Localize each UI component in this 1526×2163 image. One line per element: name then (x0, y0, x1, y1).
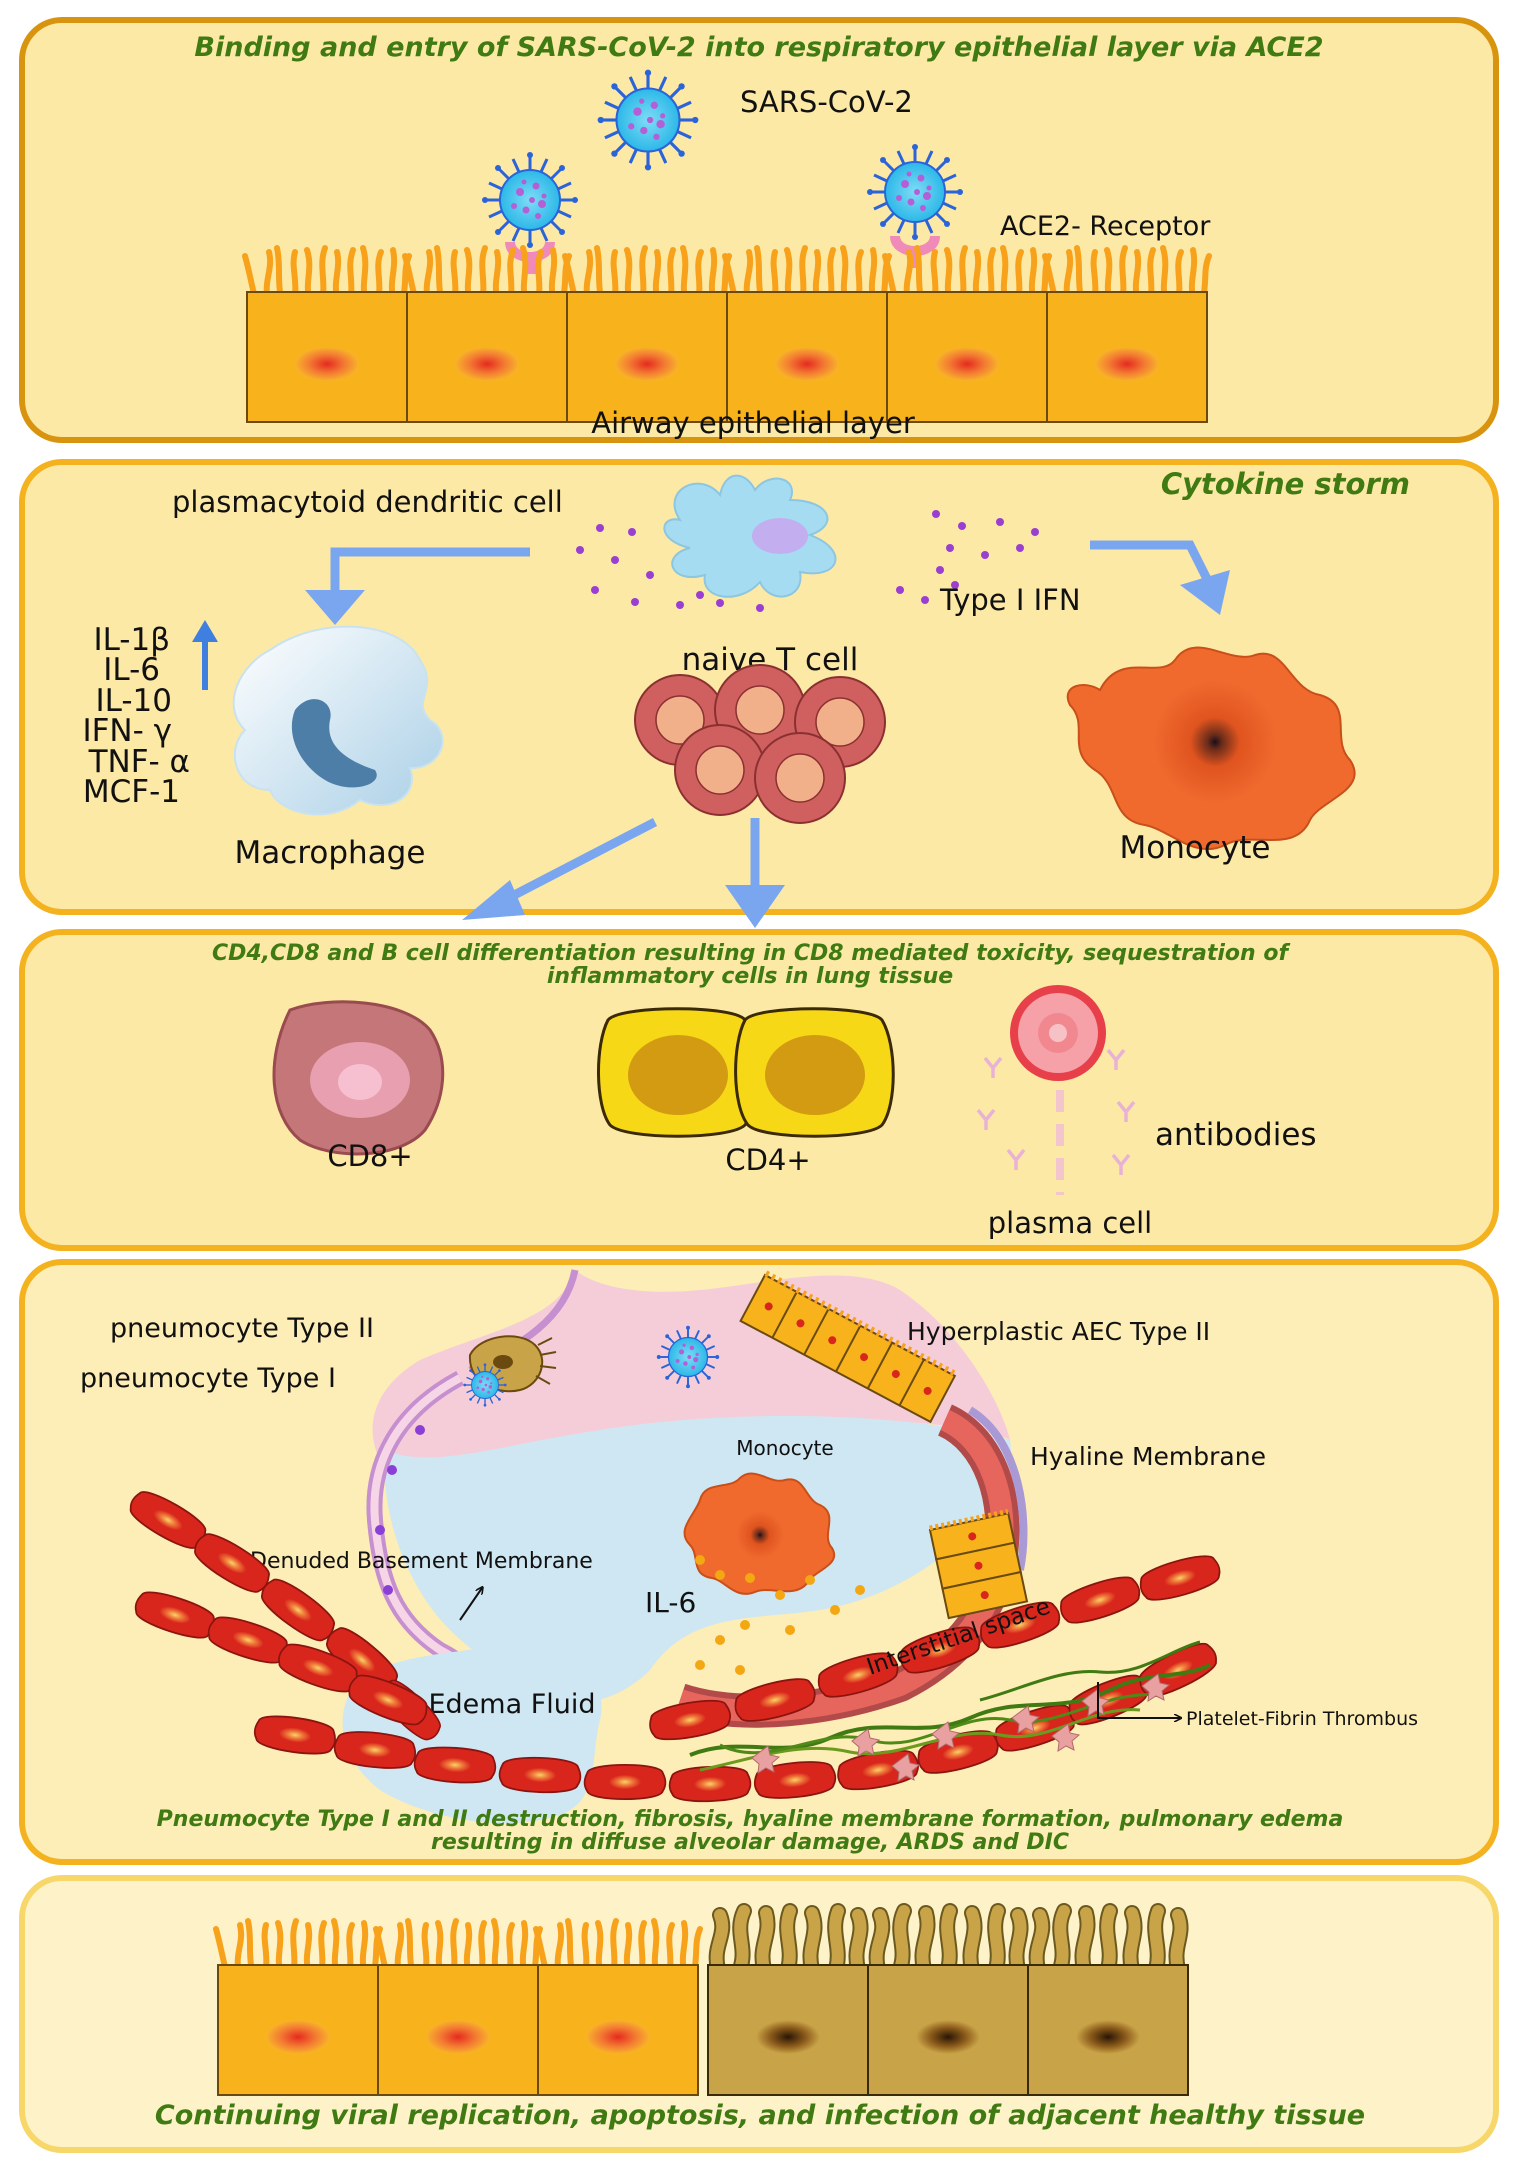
monocyte-icon (1066, 646, 1356, 851)
virus-in-alveolus-icon (655, 1324, 721, 1390)
macrophage-icon (232, 625, 444, 816)
panel-2-title: Cytokine storm (1161, 467, 1410, 501)
arrow-pdc-to-monocyte (1090, 540, 1230, 615)
increase-arrow-icon (192, 620, 218, 690)
alveolar-monocyte-label: Monocyte (736, 1436, 833, 1460)
cytokine-item: IL-1β (93, 622, 170, 658)
panel-3-title-line-2: inflammatory cells in lung tissue (547, 964, 953, 989)
macrophage-label: Macrophage (235, 835, 426, 871)
panel-binding-entry: Binding and entry of SARS-CoV-2 into res… (19, 17, 1499, 443)
denuded-membrane-label: Denuded Basement Membrane (250, 1549, 593, 1574)
il-6-particles (695, 1555, 865, 1675)
thrombus-pointer (1097, 1682, 1180, 1718)
panel-4-caption-line-2: resulting in diffuse alveolar damage, AR… (431, 1830, 1069, 1855)
cytokine-item: TNF- α (88, 744, 190, 780)
aec-type-ii-cluster-icon (928, 1508, 1029, 1620)
panel-4-caption-line-1: Pneumocyte Type I and II destruction, fi… (157, 1807, 1344, 1832)
hyperplastic-aec-label: Hyperplastic AEC Type II (907, 1317, 1210, 1346)
bound-virus-icon (480, 150, 580, 250)
denuded-membrane-pointer (459, 1588, 482, 1621)
cd4-label: CD4+ (725, 1143, 810, 1177)
pneumocyte-type-i-label: pneumocyte Type I (80, 1363, 336, 1394)
panel-cell-differentiation: CD4,CD8 and B cell differentiation resul… (19, 929, 1499, 1251)
cytokine-item: IL-10 (95, 683, 172, 719)
virus-label: SARS-CoV-2 (740, 85, 913, 119)
type-i-ifn-label: Type I IFN (939, 583, 1081, 617)
naive-t-cell-cluster-icon (634, 664, 886, 824)
panel-1-title: Binding and entry of SARS-CoV-2 into res… (194, 32, 1323, 63)
type-i-ifn-particles (576, 510, 1039, 612)
panel-5-title: Continuing viral replication, apoptosis,… (155, 2100, 1365, 2131)
plasma-cell-icon (1010, 985, 1106, 1195)
cd8-cell-icon (272, 1000, 445, 1156)
cytokine-item: IFN- γ (82, 713, 172, 749)
virus-in-pneumocyte-icon (462, 1362, 508, 1408)
ace2-receptor-label: ACE2- Receptor (1000, 211, 1211, 242)
thrombus-label: Platelet-Fibrin Thrombus (1186, 1708, 1418, 1730)
cytokine-item: MCF-1 (83, 774, 180, 810)
cd4-cell-icon (597, 1007, 895, 1138)
arrow-to-differentiation-left (462, 818, 658, 920)
panel-3-title-line-1: CD4,CD8 and B cell differentiation resul… (212, 941, 1290, 966)
edema-fluid-label: Edema Fluid (428, 1689, 595, 1720)
plasma-cell-label: plasma cell (988, 1206, 1152, 1240)
arrow-pdc-to-macrophage (305, 547, 530, 625)
panel-alveolar-damage: Monocyte IL-6 Edema Fluid Denuded Baseme… (19, 1259, 1499, 1865)
panel-cytokine-storm: Cytokine storm plasmacytoid dendritic ce… (19, 459, 1499, 928)
platelet-fibrin-thrombus-icon (689, 1640, 1211, 1782)
airway-layer-label: Airway epithelial layer (591, 406, 915, 440)
plasmacytoid-dendritic-cell-icon (663, 474, 837, 598)
cd8-label: CD8+ (327, 1139, 412, 1173)
alveolar-monocyte-icon (683, 1472, 836, 1595)
sars-cov-2-virus-icon (596, 68, 700, 172)
cytokine-list: IL-1β IL-6 IL-10 IFN- γ TNF- α MCF-1 (82, 622, 190, 810)
bound-virus-icon (865, 142, 965, 242)
arrow-to-differentiation-down (725, 818, 785, 928)
pdc-label: plasmacytoid dendritic cell (172, 485, 563, 519)
antibodies-label: antibodies (1155, 1117, 1317, 1153)
panel-viral-replication: Continuing viral replication, apoptosis,… (19, 1875, 1499, 2153)
pneumocyte-type-ii-label: pneumocyte Type II (110, 1313, 374, 1344)
antibodies-icon (976, 1048, 1136, 1175)
hyaline-membrane-label: Hyaline Membrane (1030, 1442, 1266, 1471)
cytokine-item: IL-6 (103, 652, 160, 688)
monocyte-label: Monocyte (1120, 830, 1271, 866)
il-6-label: IL-6 (645, 1586, 696, 1619)
hyperplastic-aec-type-ii-icon (739, 1270, 958, 1424)
